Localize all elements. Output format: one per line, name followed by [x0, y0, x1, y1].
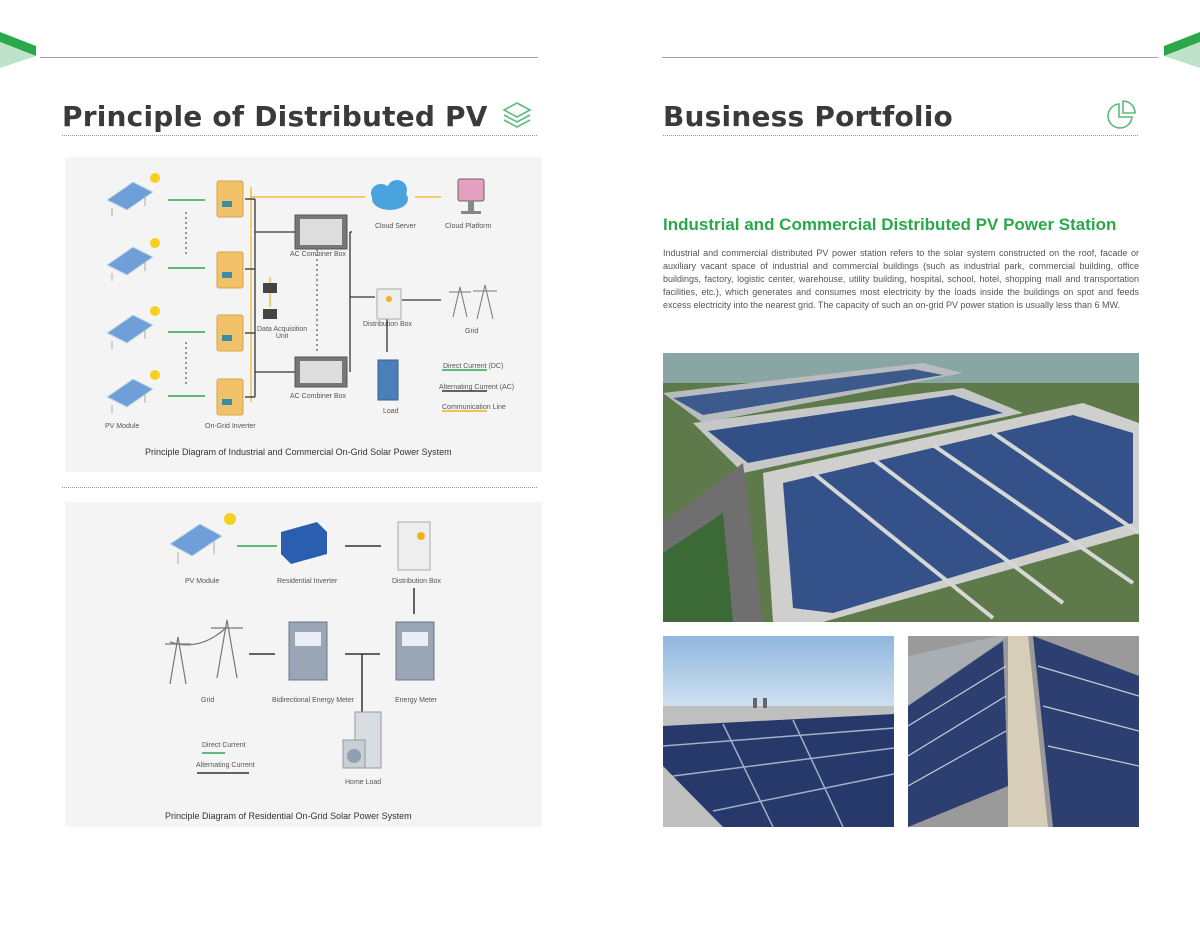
pie-chart-icon	[1107, 100, 1136, 129]
inverter-icon	[216, 180, 244, 416]
label-data-unit: Data Acquisition Unit	[257, 326, 308, 340]
distribution-box-icon	[376, 288, 402, 320]
body-paragraph: Industrial and commercial distributed PV…	[663, 248, 1139, 310]
corner-chevron-right	[1164, 32, 1200, 68]
label-home-load: Home Load	[345, 779, 382, 786]
router-icon	[263, 283, 277, 293]
label-distribution-box-2: Distribution Box	[392, 578, 442, 585]
label-pv-module-2: PV Module	[185, 578, 220, 585]
label-grid: Grid	[465, 328, 479, 335]
diagram-divider	[62, 487, 537, 488]
legend-ac: Alternating Current (AC)	[439, 384, 515, 391]
page-title: Principle of Distributed PV	[62, 100, 488, 133]
pv-module-icon	[169, 513, 236, 564]
label-inverter: On-Grid Inverter	[205, 423, 256, 430]
label-cloud-platform: Cloud Platform	[445, 223, 492, 230]
photo-rooftop-panels	[663, 636, 894, 827]
label-distribution-box: Distribution Box	[363, 321, 413, 328]
grid-tower-icon	[449, 284, 497, 320]
section-subtitle: Industrial and Commercial Distributed PV…	[663, 215, 1117, 234]
pv-module-icon	[106, 173, 160, 413]
industrial-diagram-svg	[106, 173, 497, 416]
cloud-server-icon	[371, 180, 408, 210]
label-combiner-top: AC Combiner Box	[290, 251, 347, 258]
label-residential-inverter: Residential Inverter	[277, 578, 338, 585]
energy-meter-icon	[395, 621, 435, 681]
load-cabinet-icon	[377, 359, 399, 401]
page-title-right: Business Portfolio	[663, 100, 953, 133]
label-energy-meter: Energy Meter	[395, 697, 438, 704]
label-load: Load	[383, 408, 399, 415]
monitor-icon	[457, 178, 485, 214]
label-bidirectional-meter: Bidirectional Energy Meter	[272, 697, 355, 704]
legend-dc-2: Direct Current	[202, 742, 246, 749]
corner-chevron-left	[0, 32, 36, 68]
residential-inverter-icon	[281, 522, 327, 564]
label-pv-module: PV Module	[105, 423, 140, 430]
residential-diagram-svg	[165, 513, 435, 774]
caption-residential: Principle Diagram of Residential On-Grid…	[165, 811, 412, 821]
legend-ac-2: Alternating Current	[196, 762, 255, 769]
diagram-residential: PV Module Residential Inverter Distribut…	[65, 502, 542, 827]
legend-comm: Communication Line	[442, 404, 506, 411]
bidirectional-meter-icon	[288, 621, 328, 681]
grid-tower-icon	[165, 619, 243, 685]
home-load-icon	[342, 711, 382, 769]
legend-dc: Direct Current (DC)	[443, 363, 504, 370]
distribution-box-icon	[397, 521, 431, 571]
diagram-industrial: PV Module On-Grid Inverter AC Combiner B…	[65, 157, 542, 472]
title-divider-right	[663, 135, 1138, 136]
combiner-box-icon	[294, 214, 348, 388]
top-rule-left	[40, 57, 538, 58]
label-combiner-bottom: AC Combiner Box	[290, 393, 347, 400]
caption-industrial: Principle Diagram of Industrial and Comm…	[145, 447, 452, 457]
title-divider	[62, 135, 537, 136]
photo-aerial-factory	[663, 353, 1139, 622]
photo-roof-rows	[908, 636, 1139, 827]
top-rule-right	[662, 57, 1158, 58]
label-cloud-server: Cloud Server	[375, 223, 416, 230]
layers-icon	[502, 102, 532, 128]
label-grid-2: Grid	[201, 697, 215, 704]
